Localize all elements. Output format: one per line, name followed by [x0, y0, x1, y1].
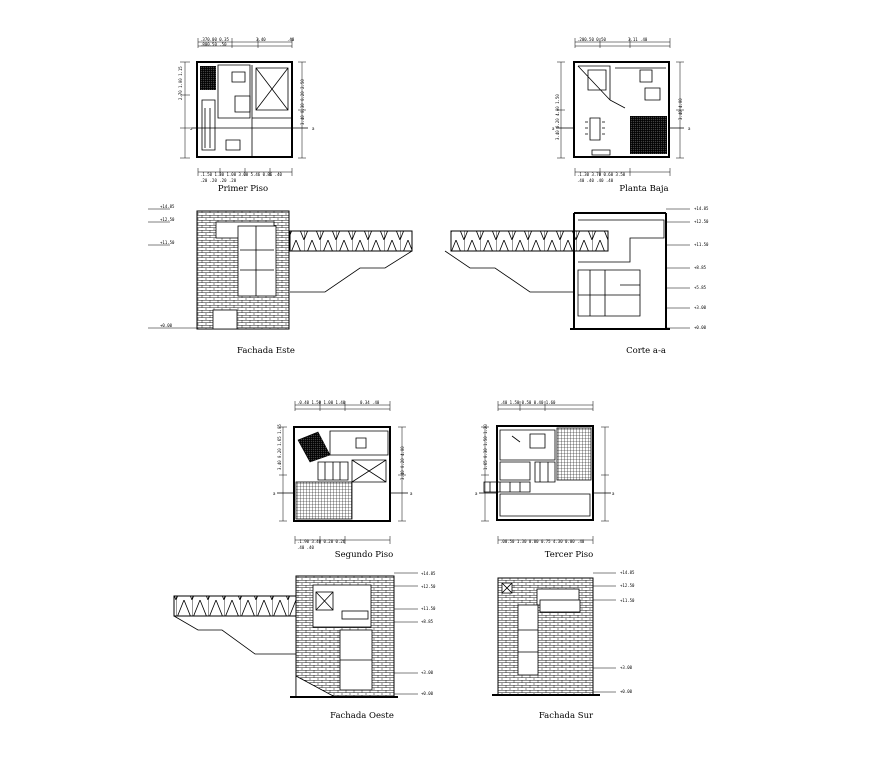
- svg-text:.800.50 .50: .800.50 .50: [200, 42, 227, 47]
- svg-text:a: a: [410, 491, 413, 496]
- elevation-fachada-oeste: +14.85 +12.50 +11.50 +8.85 +3.00 +0.00 F…: [173, 571, 436, 721]
- level-este-upper: +12.50: [160, 217, 175, 222]
- plan-planta-baja: .200.50 0.50 3.11 .40 3.40 0.20 4.00 1.5…: [552, 37, 691, 194]
- title-primer-piso: Primer Piso: [218, 184, 268, 194]
- level-corte-l3: +5.85: [694, 285, 707, 290]
- title-corte-aa: Corte a-a: [626, 346, 666, 356]
- level-corte-upper: +12.50: [694, 219, 709, 224]
- svg-text:a: a: [688, 126, 691, 131]
- svg-text:a: a: [312, 126, 315, 131]
- section-corte-aa: +14.85 +12.50 +11.50 +8.85 +5.85 +3.00 +…: [444, 206, 709, 356]
- svg-text:a: a: [475, 491, 478, 496]
- svg-text:a: a: [273, 491, 276, 496]
- level-este-mid: +11.50: [160, 240, 175, 245]
- svg-text:.40: .40: [287, 37, 295, 42]
- svg-text:.40 .40: .40 .40: [297, 545, 314, 550]
- level-corte-mid: +11.50: [694, 242, 709, 247]
- svg-text:3.40 0.20 4.00: 3.40 0.20 4.00: [400, 446, 405, 480]
- svg-text:.200.50 0.50: .200.50 0.50: [577, 37, 606, 42]
- svg-text:a: a: [552, 126, 555, 131]
- plan-tercer-piso: .40 1.50 0.50 0.40 1.60 1.65 0.30 1.50 1…: [475, 400, 615, 560]
- svg-text:1.65 0.30 1.50 1.20: 1.65 0.30 1.50 1.20: [483, 424, 488, 470]
- title-planta-baja: Planta Baja: [619, 184, 668, 194]
- level-oeste-mid: +11.50: [421, 606, 436, 611]
- svg-text:.20 .20 .20 .20: .20 .20 .20 .20: [200, 178, 237, 183]
- svg-text:3.11 .40: 3.11 .40: [628, 37, 648, 42]
- svg-text:.00.50 1.30 0.00 0.75 4.30 0: .00.50 1.30 0.00 0.75 4.30 0.00 .40: [500, 539, 585, 544]
- svg-text:.40 1.50 0.50 0.40 1.60: .40 1.50 0.50 0.40 1.60: [500, 400, 556, 405]
- level-oeste-ground: +0.00: [421, 691, 434, 696]
- level-este-top: +14.85: [160, 204, 175, 209]
- level-corte-l4: +8.85: [694, 265, 707, 270]
- level-corte-ground: +0.00: [694, 325, 707, 330]
- title-tercer-piso: Tercer Piso: [545, 550, 594, 560]
- level-sur-upper: +12.50: [620, 583, 635, 588]
- svg-text:2.70 1.00 1.15: 2.70 1.00 1.15: [178, 66, 183, 100]
- svg-text:a: a: [190, 126, 193, 131]
- svg-text:3.40: 3.40: [256, 37, 266, 42]
- level-este-ground: +0.00: [160, 323, 173, 328]
- level-corte-l2: +3.00: [694, 305, 707, 310]
- elevation-fachada-este: +14.85 +12.50 +11.50 +0.00 Fachada Este: [148, 204, 413, 356]
- plan-primer-piso: .370.00 0.35 .800.50 .50 3.40 .40 2.70 1…: [178, 37, 315, 194]
- title-fachada-este: Fachada Este: [237, 346, 295, 356]
- title-segundo-piso: Segundo Piso: [335, 550, 393, 560]
- svg-text:3.40 4.00: 3.40 4.00: [678, 98, 683, 120]
- svg-text:.0.40 1.50 1.00 1.40: .0.40 1.50 1.00 1.40: [297, 400, 346, 405]
- svg-text:3.40 0.20 4.00 1.50: 3.40 0.20 4.00 1.50: [555, 94, 560, 140]
- plan-segundo-piso: .0.40 1.50 1.00 1.40 0.34 .40 3.40 0.20 …: [273, 400, 413, 560]
- svg-text:3.40 0.30 0.20 2.50: 3.40 0.30 0.20 2.50: [300, 79, 305, 125]
- svg-text:.1.90 3.40 0.20 0.26: .1.90 3.40 0.20 0.26: [297, 539, 346, 544]
- svg-text:a: a: [612, 491, 615, 496]
- level-oeste-upper: +12.50: [421, 584, 436, 589]
- level-sur-l2: +3.00: [620, 665, 633, 670]
- level-corte-top: +14.85: [694, 206, 709, 211]
- level-sur-mid: +11.50: [620, 598, 635, 603]
- svg-text:.1.50 1.30 1.00 3.00 5.46 0.: .1.50 1.30 1.00 3.00 5.46 0.86 .40: [200, 172, 282, 177]
- level-sur-top: +14.85: [620, 570, 635, 575]
- svg-text:.1.30 3.70 0.60 3.50: .1.30 3.70 0.60 3.50: [577, 172, 626, 177]
- level-oeste-top: +14.85: [421, 571, 436, 576]
- elevation-fachada-sur: +14.85 +12.50 +11.50 +3.00 +0.00 Fachada…: [492, 570, 635, 721]
- level-oeste-l2: +3.00: [421, 670, 434, 675]
- title-fachada-sur: Fachada Sur: [539, 711, 594, 721]
- svg-text:.370.00 0.35: .370.00 0.35: [200, 37, 229, 42]
- svg-text:.40 .40 .40 .40: .40 .40 .40 .40: [577, 178, 614, 183]
- svg-text:0.34 .40: 0.34 .40: [360, 400, 380, 405]
- title-fachada-oeste: Fachada Oeste: [330, 711, 394, 721]
- level-sur-ground: +0.00: [620, 689, 633, 694]
- svg-text:3.40 0.20 1.65 1.05: 3.40 0.20 1.65 1.05: [277, 424, 282, 470]
- level-oeste-l4: +8.85: [421, 619, 434, 624]
